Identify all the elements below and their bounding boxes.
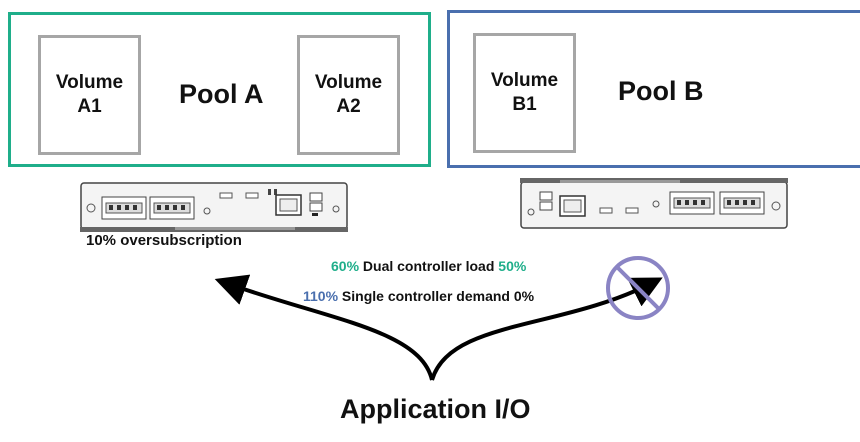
pool-a-title: Pool A — [179, 79, 264, 109]
single-demand-left-value: 110% — [303, 288, 339, 304]
volume-a1-label: Volume A1 — [55, 72, 124, 117]
volume-a2-label: Volume A2 — [314, 72, 383, 117]
dual-controller-load-line: 60% Dual controller load 50% — [331, 258, 526, 274]
volume-a1: Volume A1 — [38, 35, 141, 155]
arrow-to-controller-a — [214, 274, 434, 381]
volume-a2: Volume A2 — [297, 35, 400, 155]
arrow-to-controller-b — [430, 277, 663, 381]
dual-load-right-value: 50% — [498, 258, 527, 274]
dual-load-label: Dual controller load — [359, 258, 499, 274]
pool-a-box: Volume A1 Pool A Volume A2 — [8, 12, 431, 167]
dual-load-left-value: 60% — [331, 258, 360, 274]
application-io-label: Application I/O — [340, 394, 531, 424]
prohibited-icon — [606, 256, 670, 320]
controller-a-icon — [80, 182, 348, 232]
single-demand-label: Single controller demand 0% — [338, 288, 535, 304]
pool-b-box: Volume B1 Pool B — [447, 10, 860, 168]
volume-b1-label: Volume B1 — [490, 70, 559, 115]
single-controller-demand-line: 110% Single controller demand 0% — [303, 288, 534, 304]
pool-b-title: Pool B — [618, 76, 704, 106]
volume-b1: Volume B1 — [473, 33, 576, 153]
oversubscription-note: 10% oversubscription — [86, 232, 242, 249]
controller-b-icon — [520, 178, 788, 229]
